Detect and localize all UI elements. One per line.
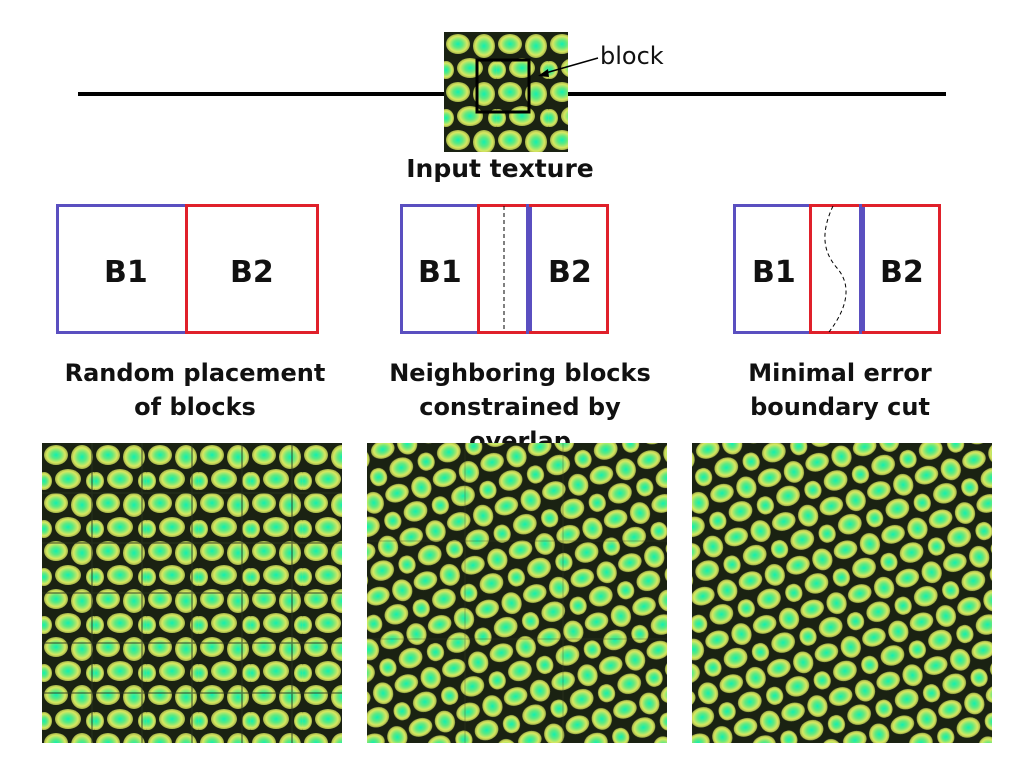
- panel-2-b1-label: B1: [418, 255, 462, 290]
- panel-1-b1-label: B1: [104, 255, 148, 290]
- panel-3-block-1: [733, 204, 865, 334]
- block-arrow: [538, 57, 599, 77]
- panel-1-caption-line-2: of blocks: [134, 393, 256, 421]
- panel-3-b2-label: B2: [880, 255, 924, 290]
- panel-1-block-2: [185, 204, 319, 334]
- panel-2-b2-label: B2: [548, 255, 592, 290]
- top-rule-right: [566, 92, 946, 96]
- result-texture-overlap: [367, 443, 667, 743]
- result-texture-min-cut: [692, 443, 992, 743]
- panel-3-b1-label: B1: [752, 255, 796, 290]
- panel-3-overlap-blue-edge: [859, 204, 862, 334]
- panel-1-caption: Random placement of blocks: [40, 356, 350, 424]
- block-label: block: [600, 42, 664, 70]
- panel-1-b2-label: B2: [230, 255, 274, 290]
- block-outline: [475, 58, 531, 114]
- panel-3-caption: Minimal error boundary cut: [690, 356, 990, 424]
- panel-2-caption-line-1: Neighboring blocks: [389, 359, 651, 387]
- input-texture-caption: Input texture: [406, 154, 594, 183]
- input-texture-image: [444, 32, 568, 152]
- panel-3-caption-line-2: boundary cut: [750, 393, 930, 421]
- panel-2-block-1: [400, 204, 532, 334]
- panel-2-overlap-blue-edge: [526, 204, 529, 334]
- panel-2-overlap-dashed-line: [503, 206, 505, 332]
- result-texture-random: [42, 443, 342, 743]
- top-rule-left: [78, 92, 446, 96]
- panel-3-block-2: [809, 204, 941, 334]
- panel-3-boundary-cut-curve: [824, 206, 847, 332]
- panel-2-block-2: [477, 204, 609, 334]
- panel-3-caption-line-1: Minimal error: [748, 359, 932, 387]
- panel-1-caption-line-1: Random placement: [64, 359, 326, 387]
